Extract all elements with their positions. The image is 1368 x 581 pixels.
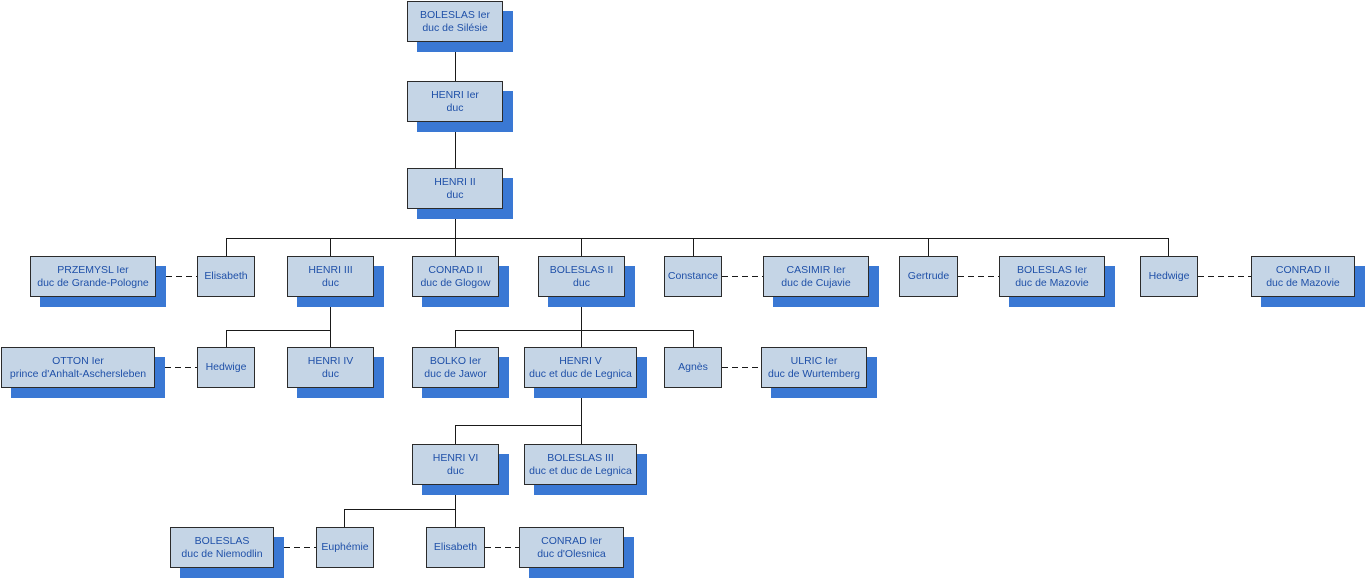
person-elisabeth2: Elisabeth (426, 527, 485, 568)
person-euphemie: Euphémie (316, 527, 374, 568)
person-elisabeth1: Elisabeth (197, 256, 255, 297)
person-agnes: Agnès (664, 347, 722, 388)
person-gertrude: Gertrude (899, 256, 958, 297)
person-hedwige2: Hedwige (197, 347, 255, 388)
person-constance: Constance (664, 256, 722, 297)
person-hedwige1: Hedwige (1140, 256, 1198, 297)
